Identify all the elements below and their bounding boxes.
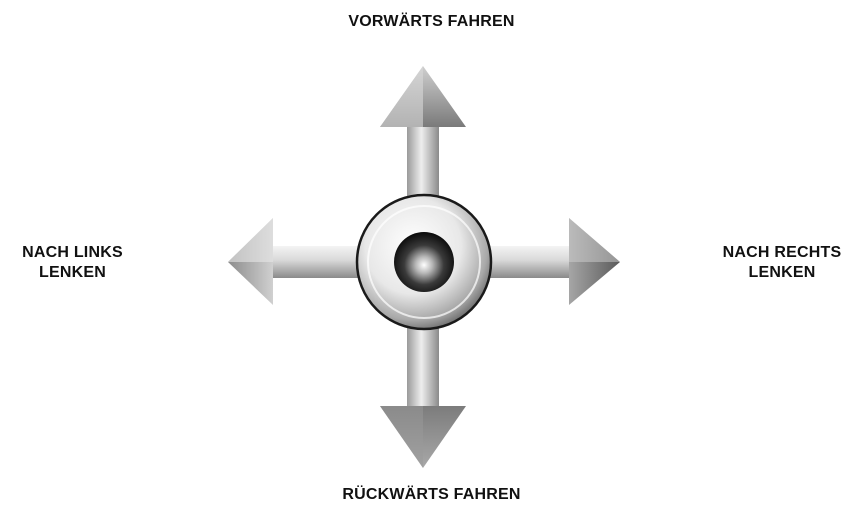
joystick-icon bbox=[357, 195, 491, 329]
forward-label: VORWÄRTS FAHREN bbox=[0, 12, 863, 32]
arrow-up-icon bbox=[380, 66, 466, 212]
backward-text: RÜCKWÄRTS FAHREN bbox=[0, 485, 863, 505]
steer-left-label: NACH LINKS LENKEN bbox=[0, 243, 145, 283]
arrow-left-icon bbox=[228, 218, 362, 305]
backward-label: RÜCKWÄRTS FAHREN bbox=[0, 485, 863, 505]
arrow-down-icon bbox=[380, 326, 466, 468]
forward-text: VORWÄRTS FAHREN bbox=[0, 12, 863, 32]
arrow-right-icon bbox=[486, 218, 620, 305]
steer-left-line1: NACH LINKS bbox=[0, 243, 145, 263]
steer-right-line1: NACH RECHTS bbox=[702, 243, 862, 263]
steer-right-line2: LENKEN bbox=[702, 263, 862, 283]
steer-right-label: NACH RECHTS LENKEN bbox=[702, 243, 862, 283]
steer-left-line2: LENKEN bbox=[0, 263, 145, 283]
